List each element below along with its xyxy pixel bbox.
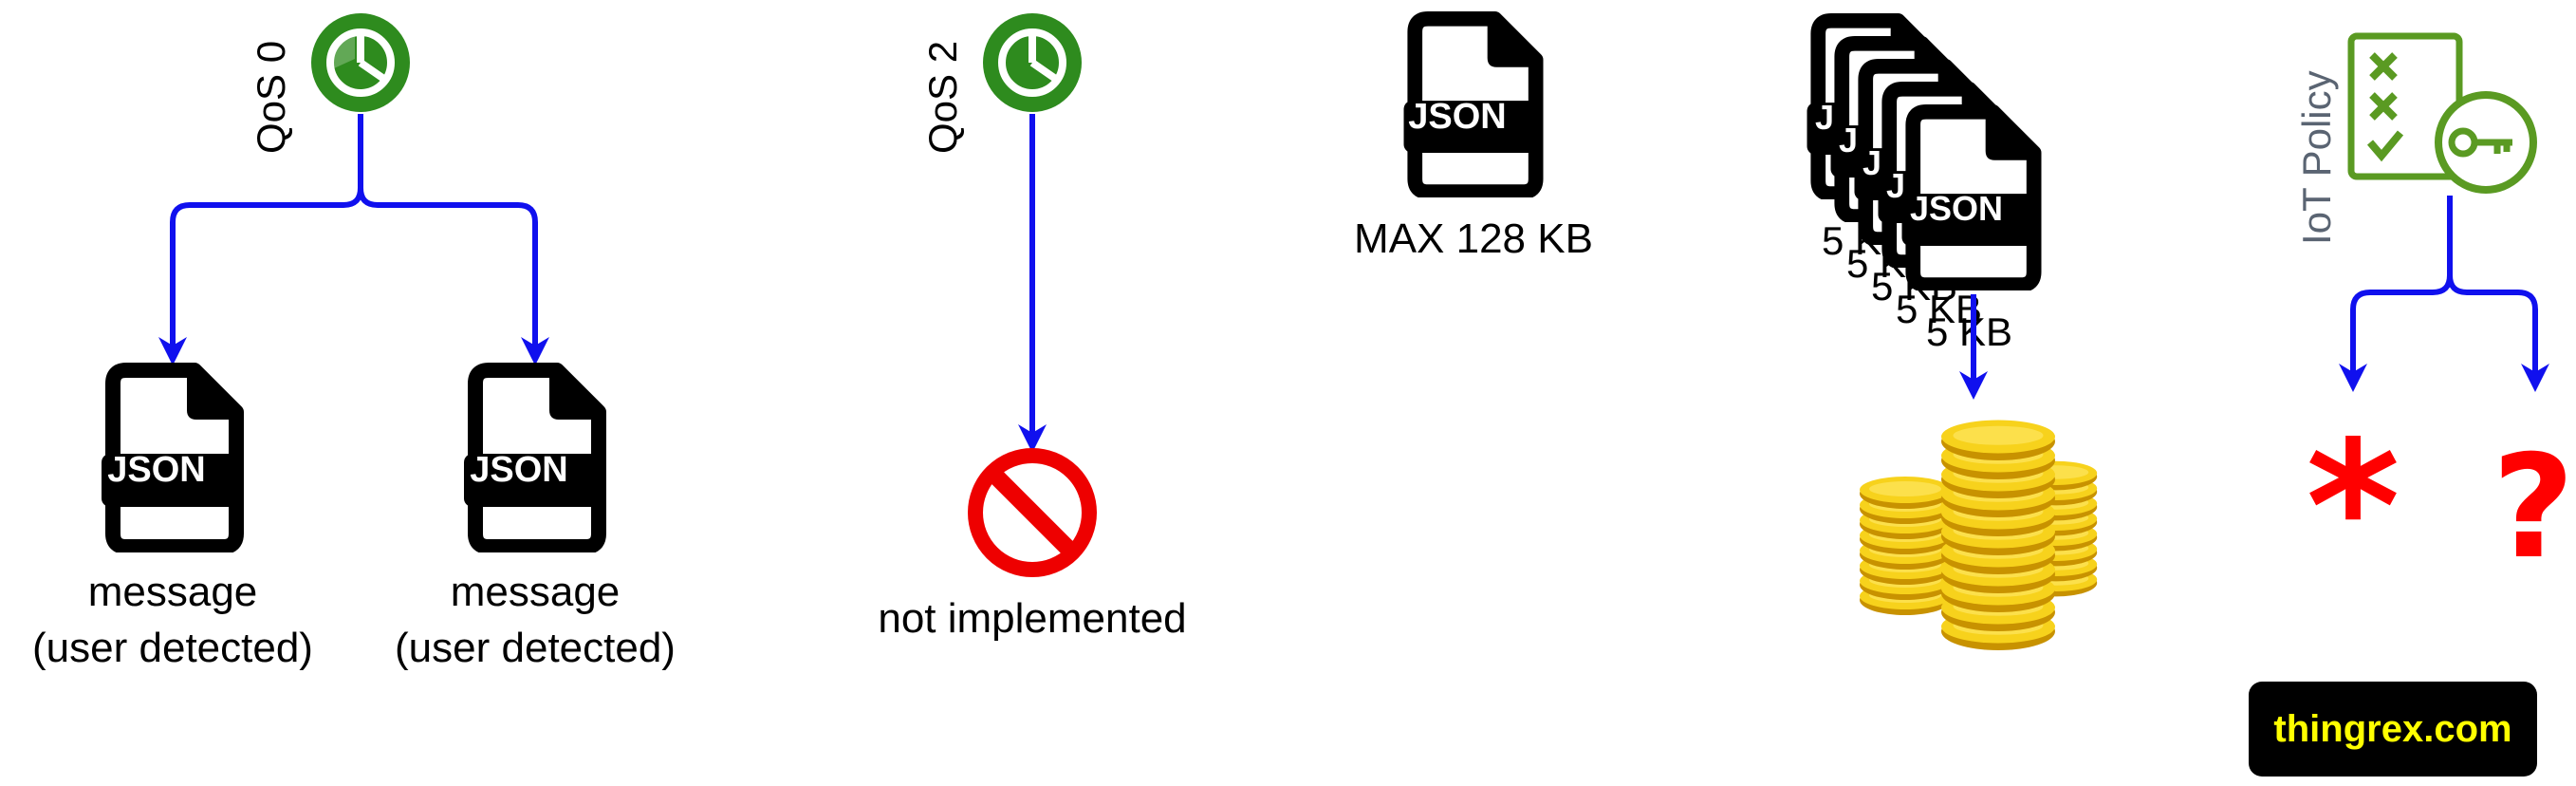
no-entry-icon: [975, 456, 1089, 570]
json-badge: JSON: [1910, 189, 2003, 228]
chunk-size-label: 5 KB: [1926, 309, 2012, 354]
policy-group: IoT Policy * ?: [2294, 36, 2575, 612]
payload-group: JSON MAX 128 KB: [1354, 19, 1593, 262]
message-sublabel: (user detected): [395, 625, 676, 671]
message-sublabel: (user detected): [32, 625, 313, 671]
checklist-key-icon: [2351, 36, 2533, 190]
message-label: message: [451, 569, 621, 615]
brand-text: thingrex.com: [2273, 708, 2511, 751]
billing-group: JSON 5 KB JSON 5 KB JSON 5 KB JSON 5 KB …: [1807, 21, 2098, 650]
coin-stack-icon: [1860, 421, 2097, 651]
policy-split-connector: [2353, 196, 2535, 378]
json-file-icon: JSON: [464, 370, 606, 547]
wildcard-symbol: *: [2306, 402, 2400, 612]
json-badge: JSON: [1408, 97, 1506, 137]
coin-stack-center: [1941, 421, 2055, 651]
qos0-split-connector: [173, 114, 535, 351]
status-label: not implemented: [878, 595, 1186, 642]
qos0-group: QoS 0 JSON message (user detected) JSON …: [32, 13, 676, 671]
json-file-icon: JSON: [102, 370, 244, 547]
json-file-icon: JSON: [1902, 112, 2042, 285]
payload-limit-label: MAX 128 KB: [1354, 215, 1593, 262]
question-symbol: ?: [2492, 425, 2574, 590]
qos2-label: QoS 2: [920, 41, 965, 154]
qos2-group: QoS 2 not implemented: [878, 13, 1186, 642]
json-file-icon: JSON: [1404, 19, 1544, 192]
json-badge: JSON: [470, 450, 567, 490]
json-badge: JSON: [107, 450, 205, 490]
policy-label: IoT Policy: [2294, 70, 2339, 245]
coin-stack-left: [1860, 477, 1951, 615]
pie-chart-icon: [311, 13, 410, 112]
qos0-label: QoS 0: [249, 41, 293, 154]
message-label: message: [88, 569, 258, 615]
pie-chart-icon: [983, 13, 1082, 112]
brand-badge[interactable]: thingrex.com: [2249, 682, 2537, 777]
